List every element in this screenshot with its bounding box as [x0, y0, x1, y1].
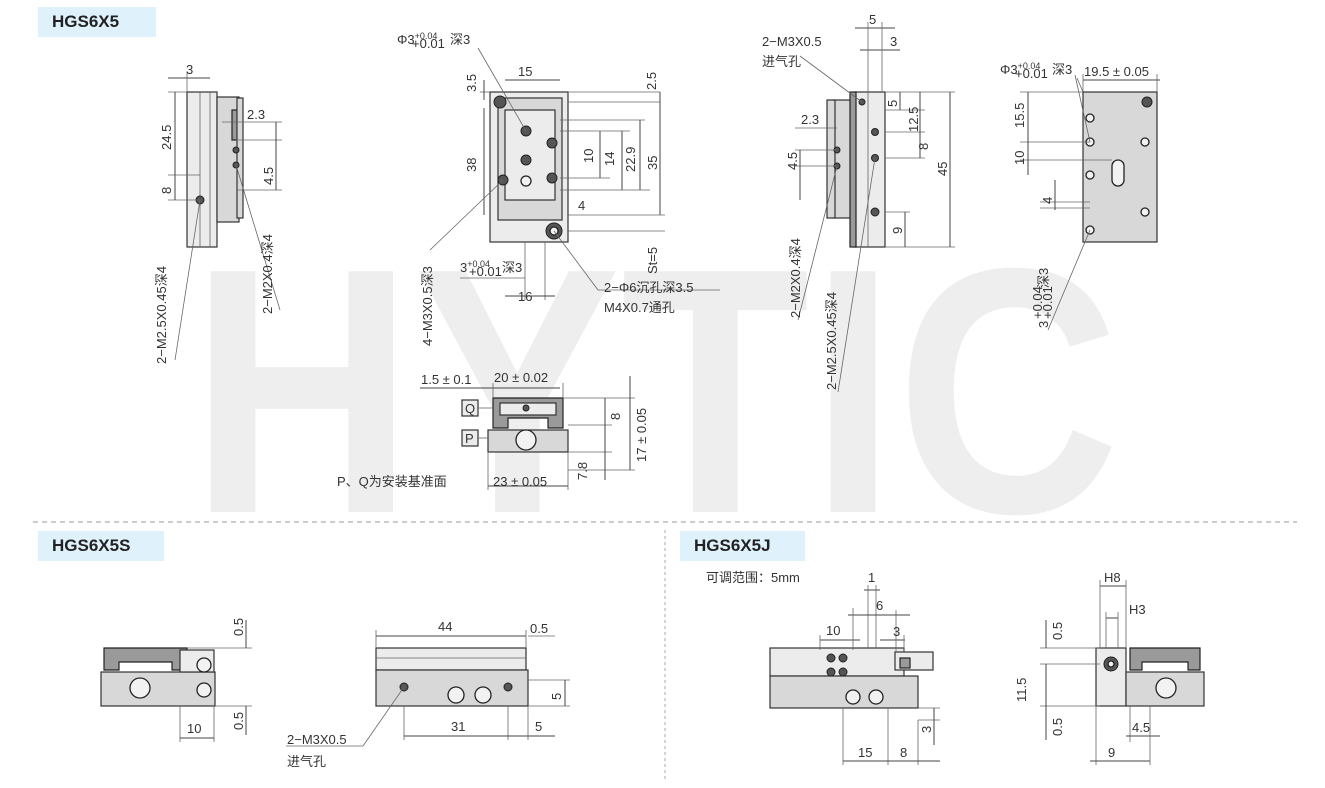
dim-v2-22-9: 22.9 — [623, 147, 638, 172]
dim-v3-7-8: 7.8 — [575, 462, 590, 480]
dim-j1-10: 10 — [826, 623, 840, 638]
note-v4-port: 进气孔 — [762, 54, 801, 69]
svg-text:深3: 深3 — [1036, 268, 1051, 288]
note-v4-m2: 2−M2X0.4深4 — [788, 238, 803, 318]
dim-s1-0-5b: 0.5 — [231, 712, 246, 730]
dim-v3-17: 17 ± 0.05 — [634, 408, 649, 462]
dim-s2-5b: 5 — [535, 719, 542, 734]
dim-v5-4: 4 — [1040, 197, 1055, 204]
section-tag-hgs6x5j: HGS6X5J — [680, 531, 805, 561]
dim-v1-2-3: 2.3 — [247, 107, 265, 122]
note-v2-m4: M4X0.7通孔 — [604, 300, 675, 315]
dim-s1-0-5a: 0.5 — [231, 618, 246, 636]
dim-v5-phi3-tol: +0.01 — [1015, 66, 1048, 81]
dim-v1-24-5: 24.5 — [159, 125, 174, 150]
dim-v4-12-5: 12.5 — [906, 107, 921, 132]
dim-v4-2-3: 2.3 — [801, 112, 819, 127]
s-front-view — [100, 620, 252, 742]
dim-s2-31: 31 — [451, 719, 465, 734]
dim-v4-45: 45 — [935, 162, 950, 176]
note-v2-phi6: 2−Φ6沉孔深3.5 — [604, 280, 694, 295]
dim-v2-14: 14 — [602, 152, 617, 166]
j-side-view — [769, 585, 940, 765]
dim-v2-phi3-depth: 深3 — [450, 32, 470, 47]
dim-v2-2-5: 2.5 — [644, 72, 659, 90]
dim-v5-10: 10 — [1012, 151, 1027, 165]
note-v1-m25: 2−M2.5X0.45深4 — [154, 266, 169, 364]
side-view-left — [168, 72, 282, 361]
note-v1-m2: 2−M2X0.4深4 — [260, 234, 275, 314]
front-view — [420, 376, 635, 490]
dim-j1-3: 3 — [893, 624, 900, 639]
dim-v1-4-5: 4.5 — [261, 167, 276, 185]
dim-s2-0-5: 0.5 — [530, 621, 548, 636]
dim-v1-8: 8 — [159, 187, 174, 194]
dim-j2-11-5: 11.5 — [1014, 678, 1029, 702]
top-view — [429, 47, 720, 300]
note-s2-port: 进气孔 — [287, 754, 326, 769]
section-tag-hgs6x5: HGS6X5 — [38, 7, 156, 37]
dim-j1-15: 15 — [858, 745, 872, 760]
note-j-range: 可调范围：5mm — [706, 570, 800, 585]
dim-j2-0-5b: 0.5 — [1050, 718, 1065, 736]
dim-v3-1-5: 1.5 ± 0.1 — [421, 372, 472, 387]
dim-v2-st5: St=5 — [645, 247, 660, 274]
dim-j2-h3: H3 — [1129, 602, 1146, 617]
dim-j1-3b: 3 — [919, 726, 934, 733]
dim-v4-5b: 5 — [885, 100, 900, 107]
dim-v2-4: 4 — [578, 198, 585, 213]
dim-v4-4-5: 4.5 — [785, 152, 800, 170]
dim-j2-4-5: 4.5 — [1132, 720, 1150, 735]
dim-v3-23: 23 ± 0.05 — [493, 474, 547, 489]
dim-v5-19-5: 19.5 ± 0.05 — [1084, 64, 1149, 79]
j-front-view — [1040, 580, 1205, 765]
note-v4-m3: 2−M3X0.5 — [762, 34, 822, 49]
dim-v2-15: 15 — [518, 64, 532, 79]
dim-v2-3-depth: 深3 — [502, 260, 522, 275]
label-v3-q: Q — [465, 401, 475, 416]
dim-v4-8: 8 — [916, 143, 931, 150]
side-view-right — [795, 22, 955, 393]
dim-v5-15-5: 15.5 — [1012, 103, 1027, 128]
dim-j1-1: 1 — [868, 570, 875, 585]
dim-j2-0-5a: 0.5 — [1050, 622, 1065, 640]
note-v3-reference: P、Q为安装基准面 — [337, 474, 447, 489]
note-s2-m3: 2−M3X0.5 — [287, 732, 347, 747]
dim-v2-3: 3+0.04 — [460, 259, 490, 275]
dim-v5-phi3: Φ3+0.04 — [1000, 61, 1040, 77]
bottom-view — [1020, 74, 1160, 331]
dim-j1-8: 8 — [900, 745, 907, 760]
dim-v2-38: 38 — [464, 158, 479, 172]
dim-v2-phi3-tol: +0.01 — [412, 36, 445, 51]
dim-v4-5: 5 — [869, 12, 876, 27]
dim-v2-10: 10 — [581, 149, 596, 163]
dim-s2-44: 44 — [438, 619, 452, 634]
dim-j2-h8: H8 — [1104, 570, 1121, 585]
s-side-view — [286, 630, 570, 747]
dim-v5-phi3-depth: 深3 — [1052, 62, 1072, 77]
dim-v4-3: 3 — [890, 34, 897, 49]
svg-text:+0.01: +0.01 — [1040, 286, 1055, 319]
note-v2-m3: 4−M3X0.5深3 — [420, 266, 435, 346]
dim-v2-3-tol: +0.01 — [469, 264, 502, 279]
dim-v2-16: 16 — [518, 289, 532, 304]
svg-text:+0.04: +0.04 — [1030, 286, 1045, 319]
dim-j1-6: 6 — [876, 598, 883, 613]
dim-v2-phi3: Φ3+0.04 — [397, 31, 437, 47]
dim-s1-10: 10 — [187, 721, 201, 736]
dim-v1-3: 3 — [186, 62, 193, 77]
dim-v2-3-5: 3.5 — [464, 74, 479, 92]
svg-text:3: 3 — [1036, 321, 1051, 328]
section-tag-hgs6x5s: HGS6X5S — [38, 531, 164, 561]
dim-v3-8: 8 — [608, 413, 623, 420]
dim-v5-3: 3 +0.04 +0.01 深3 — [1030, 268, 1055, 328]
dim-j2-9: 9 — [1108, 745, 1115, 760]
dim-v2-35: 35 — [645, 156, 660, 170]
dim-s2-5: 5 — [549, 693, 564, 700]
dim-v4-9: 9 — [890, 227, 905, 234]
note-v4-m25: 2−M2.5X0.45深4 — [824, 292, 839, 390]
label-v3-p: P — [465, 431, 474, 446]
dim-v3-20: 20 ± 0.02 — [494, 370, 548, 385]
